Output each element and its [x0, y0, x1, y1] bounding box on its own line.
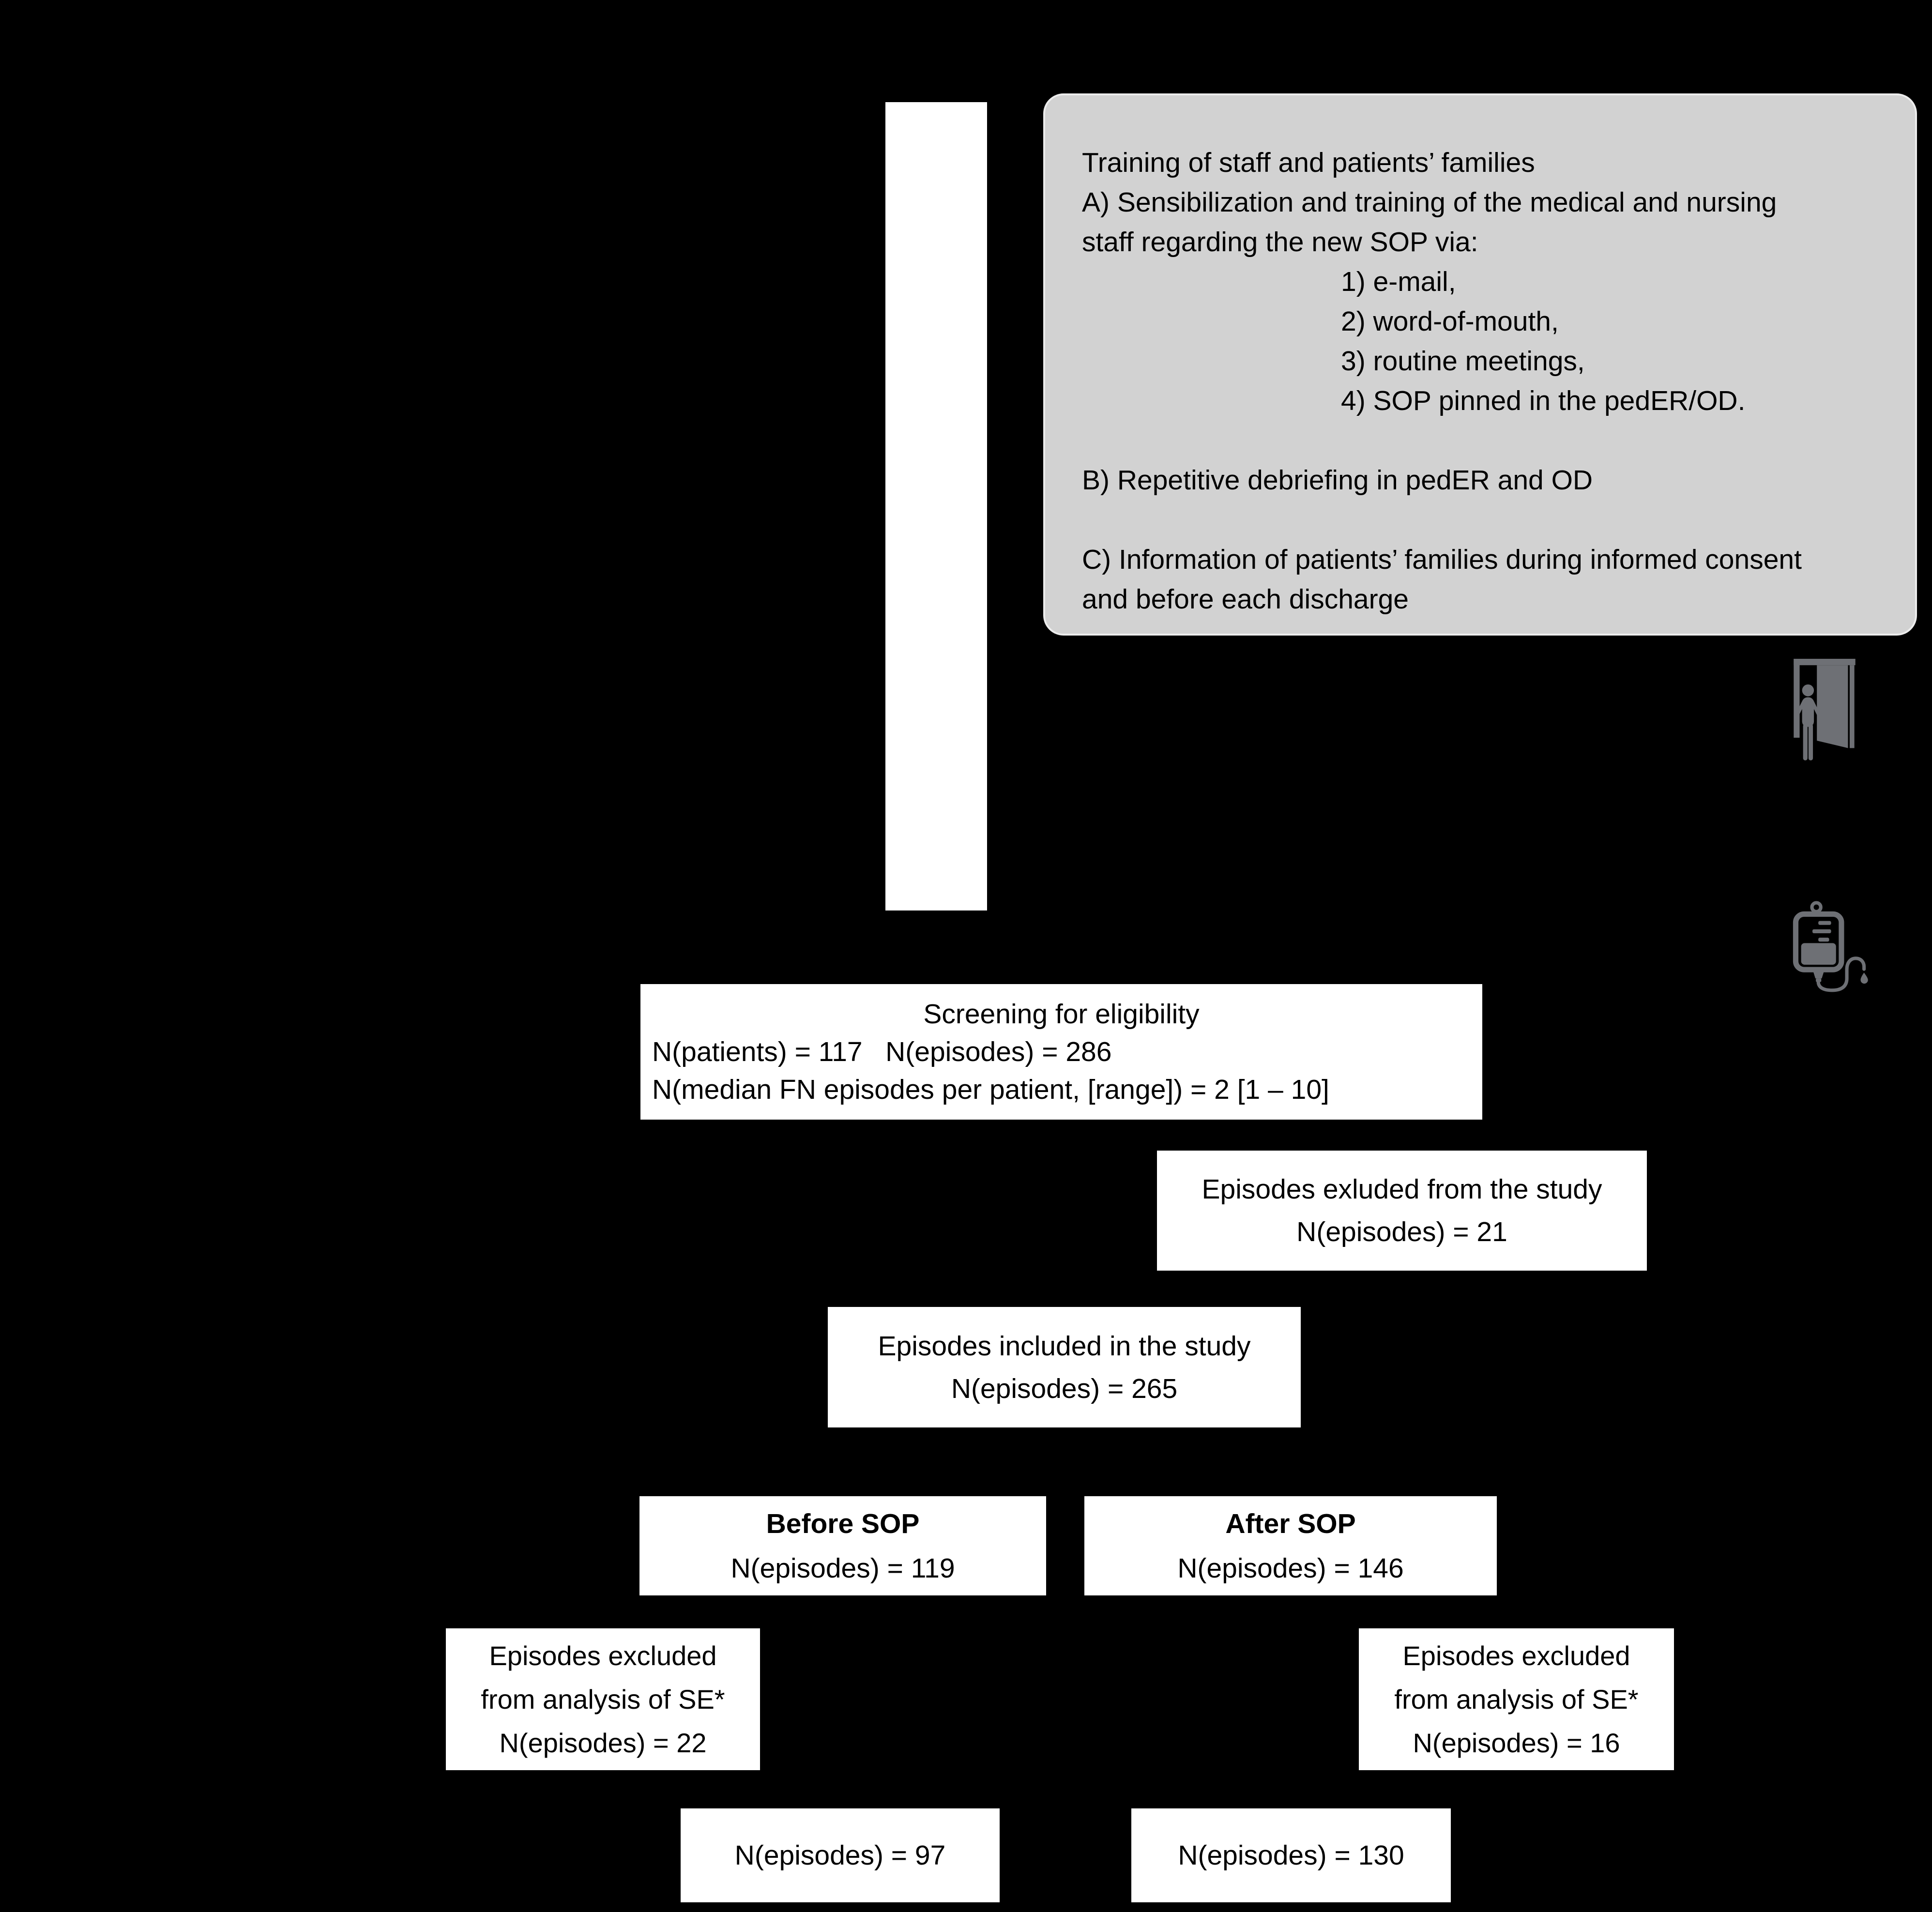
se-excluded-after-count: N(episodes) = 16 [1413, 1727, 1620, 1758]
timeline-strip [885, 102, 1868, 992]
open-door-person-icon [1794, 659, 1856, 762]
se-excluded-before-line1: Episodes excluded [489, 1640, 717, 1671]
analyzed-after-count: N(episodes) = 130 [1178, 1840, 1404, 1871]
included-study-count: N(episodes) = 265 [951, 1373, 1178, 1404]
after-sop-count: N(episodes) = 146 [1177, 1552, 1404, 1584]
excluded-study-box: Episodes exluded from the study N(episod… [1157, 1151, 1647, 1271]
screening-counts: N(patients) = 117 N(episodes) = 286 [652, 1036, 1112, 1067]
iv-infusion-bag-icon [1786, 901, 1872, 997]
excluded-study-count: N(episodes) = 21 [1296, 1216, 1507, 1247]
se-excluded-after-line2: from analysis of SE* [1394, 1684, 1639, 1715]
training-note: Training of staff and patients’ families… [1043, 93, 1917, 636]
screening-box: Screening for eligibility N(patients) = … [640, 984, 1482, 1120]
analyzed-before-count: N(episodes) = 97 [734, 1840, 946, 1871]
note-line: 1) e-mail, [1341, 266, 1456, 297]
note-line: 4) SOP pinned in the pedER/OD. [1341, 385, 1746, 416]
se-excluded-after-box: Episodes excluded from analysis of SE* N… [1359, 1628, 1674, 1770]
note-line: C) Information of patients’ families dur… [1082, 544, 1802, 575]
note-line: Training of staff and patients’ families [1082, 147, 1535, 178]
note-line: A) Sensibilization and training of the m… [1082, 187, 1777, 218]
se-excluded-before-count: N(episodes) = 22 [499, 1727, 707, 1758]
analyzed-before-box: N(episodes) = 97 [681, 1808, 1000, 1902]
note-line [1082, 500, 1896, 540]
note-line: staff regarding the new SOP via: [1082, 227, 1478, 258]
after-sop-title: After SOP [1225, 1508, 1356, 1539]
note-line: and before each discharge [1082, 584, 1409, 615]
note-line: 2) word-of-mouth, [1341, 306, 1559, 337]
before-sop-box: Before SOP N(episodes) = 119 [639, 1496, 1046, 1595]
screening-title: Screening for eligibility [923, 999, 1200, 1030]
before-sop-count: N(episodes) = 119 [730, 1552, 955, 1584]
analyzed-after-box: N(episodes) = 130 [1131, 1808, 1451, 1902]
note-line [1082, 421, 1896, 460]
before-sop-title: Before SOP [766, 1508, 920, 1539]
included-study-box: Episodes included in the study N(episode… [828, 1307, 1301, 1427]
se-excluded-before-box: Episodes excluded from analysis of SE* N… [446, 1628, 760, 1770]
se-excluded-before-line2: from analysis of SE* [481, 1684, 725, 1715]
after-sop-box: After SOP N(episodes) = 146 [1084, 1496, 1497, 1595]
excluded-study-label: Episodes exluded from the study [1202, 1174, 1602, 1205]
se-excluded-after-line1: Episodes excluded [1402, 1640, 1630, 1671]
note-line: 3) routine meetings, [1341, 346, 1585, 377]
screening-median: N(median FN episodes per patient, [range… [652, 1074, 1329, 1105]
included-study-label: Episodes included in the study [878, 1330, 1251, 1362]
note-line: B) Repetitive debriefing in pedER and OD [1082, 465, 1593, 496]
